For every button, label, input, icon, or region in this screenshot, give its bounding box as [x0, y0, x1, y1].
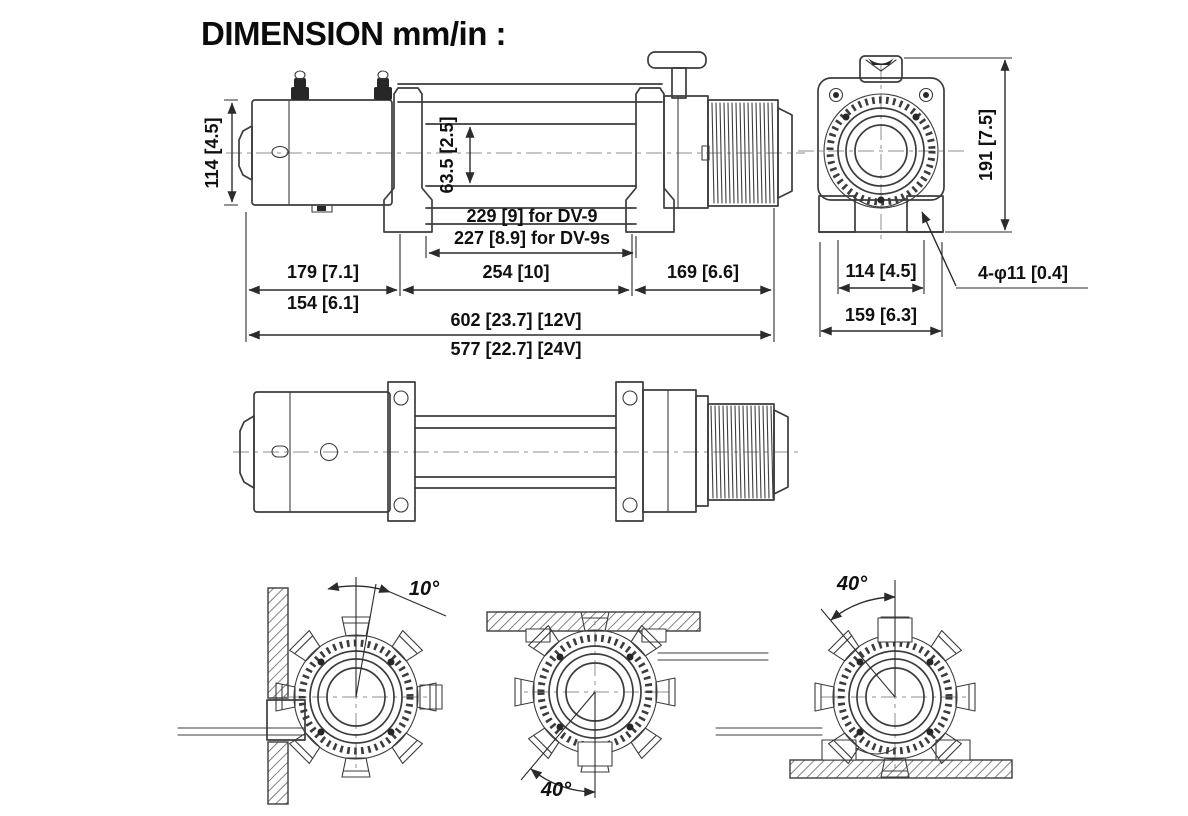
top-view [233, 381, 800, 522]
dim-drum-length-dv9: 229 [9] for DV-9 [466, 206, 597, 226]
side-tab [419, 684, 443, 710]
ceiling-bracket-right [641, 628, 667, 643]
drum-frame [383, 83, 675, 233]
wall-section-lower [267, 741, 289, 805]
dim-bolt-spacing: 114 [4.5] [845, 261, 916, 281]
ceiling-mount-angle-label: 40° [540, 779, 572, 801]
dim-overall-length-12v: 602 [23.7] [12V] [450, 310, 581, 330]
dim-motor-length: 179 [7.1] [287, 262, 359, 282]
floor-angle-annotation: 40° [820, 573, 896, 698]
dim-drum-diameter: 63.5 [2.5] [437, 116, 457, 193]
front-view: 191 [7.5] 114 [4.5] 4-φ11 [0.4] 159 [6.3… [798, 55, 1088, 337]
gearbox-and-clutch [647, 51, 793, 209]
page-title: DIMENSION mm/in : [201, 15, 506, 52]
dim-front-height: 191 [7.5] [976, 109, 996, 181]
wall-angle-annotation: 10° [327, 577, 447, 698]
wall-mount-angle-label: 10° [409, 578, 440, 600]
motor-housing [238, 99, 393, 213]
dim-overall-length-24v: 577 [22.7] [24V] [450, 339, 581, 359]
top-view-motor [239, 391, 391, 513]
left-frame-plate [383, 87, 433, 233]
drum-end [823, 93, 939, 209]
wall-bracket [266, 699, 306, 741]
dim-drum-length-dv9s: 227 [8.9] for DV-9s [454, 228, 610, 248]
right-foot [906, 195, 944, 233]
left-mount-bracket [387, 381, 416, 522]
front-view-dimensions: 191 [7.5] 114 [4.5] 4-φ11 [0.4] 159 [6.3… [819, 57, 1088, 337]
floor-mount-view: 40° [715, 573, 1013, 779]
floor-mount-angle-label: 40° [836, 573, 868, 595]
floor-foot-right [935, 739, 971, 761]
ceiling-angle-annotation: 40° [520, 691, 596, 801]
side-view: 114 [4.5] 63.5 [2.5] 229 [9] for DV-9 22… [202, 51, 805, 359]
flange-plate [817, 77, 945, 233]
floor-section [789, 759, 1013, 779]
dim-bolt-holes: 4-φ11 [0.4] [978, 263, 1068, 283]
terminal-bolt-right [374, 70, 392, 100]
side-view-dimensions: 114 [4.5] 63.5 [2.5] 229 [9] for DV-9 22… [202, 99, 775, 359]
clutch-lever-handle [647, 51, 707, 69]
clutch-knob [859, 55, 903, 83]
left-foot [818, 195, 856, 233]
ceiling-mount-view: 40° [486, 611, 769, 801]
dim-front-width: 159 [6.3] [845, 305, 917, 325]
dim-motor-length-alt: 154 [6.1] [287, 293, 359, 313]
right-frame-plate [625, 87, 675, 233]
top-view-clutch [642, 389, 789, 513]
ceiling-section [486, 611, 701, 632]
dim-height: 114 [4.5] [202, 117, 222, 188]
clutch-lever-stem [671, 67, 687, 99]
terminal-bolt-left [291, 70, 309, 100]
wall-mount-view: 10° [177, 577, 447, 805]
dim-clutch-length: 169 [6.6] [667, 262, 739, 282]
dim-frame-length: 254 [10] [482, 262, 549, 282]
wall-section [267, 587, 289, 699]
